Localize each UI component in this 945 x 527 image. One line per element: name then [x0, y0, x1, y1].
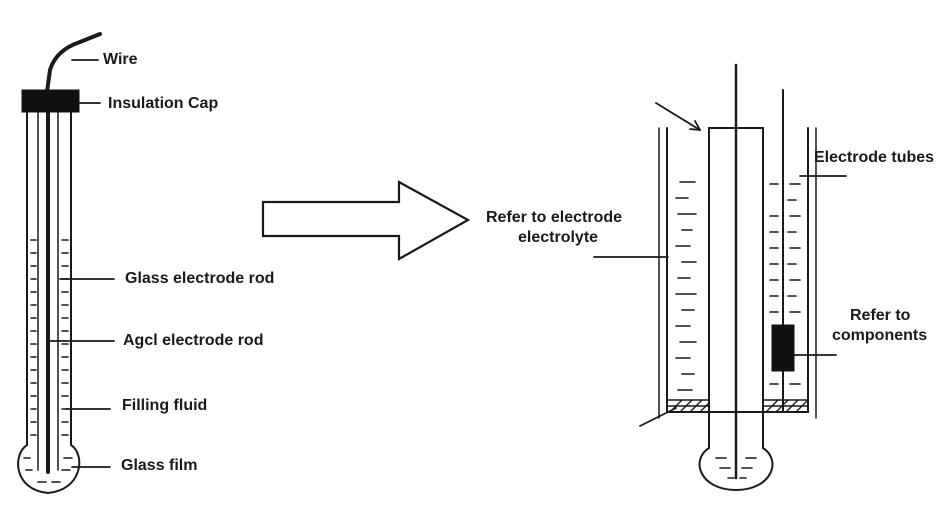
wire [45, 32, 102, 94]
bulb-dashes [715, 457, 757, 479]
right-electrode [593, 63, 847, 492]
components-label-line2: components [832, 327, 928, 344]
left-leader-lines [49, 59, 115, 468]
wire-label: Wire [103, 51, 138, 68]
components-label-line1: Refer to [850, 307, 911, 324]
transition-arrow [261, 180, 471, 261]
glass-film-bulb [17, 444, 81, 495]
filling-fluid-label: Filling fluid [122, 397, 208, 414]
electrolyte-dashes-right [769, 183, 801, 385]
glass-tube-bulb [698, 447, 774, 492]
left-electrode [17, 32, 115, 495]
insulation-cap-label: Insulation Cap [108, 95, 219, 112]
frit-leader [639, 407, 677, 427]
reference-electrolyte-label-line1: Refer to electrode [486, 209, 623, 226]
porous-frit-left [666, 399, 710, 413]
glass-film-label: Glass film [121, 457, 198, 474]
reference-component [771, 324, 795, 372]
reference-electrolyte-label-line2: electrolyte [518, 229, 599, 246]
right-leader-lines [593, 102, 847, 427]
insulation-cap [21, 89, 80, 113]
fill-port-arrowhead [689, 120, 701, 131]
electrode-tubes-label: Electrode tubes [814, 149, 935, 166]
glass-electrode-rod-label: Glass electrode rod [125, 270, 275, 287]
porous-frit-right [762, 399, 809, 413]
agcl-electrode-rod-label: Agcl electrode rod [123, 332, 264, 349]
outer-container [666, 127, 809, 413]
fill-port-arrow [655, 102, 701, 131]
electrolyte-dashes-left [675, 181, 697, 391]
